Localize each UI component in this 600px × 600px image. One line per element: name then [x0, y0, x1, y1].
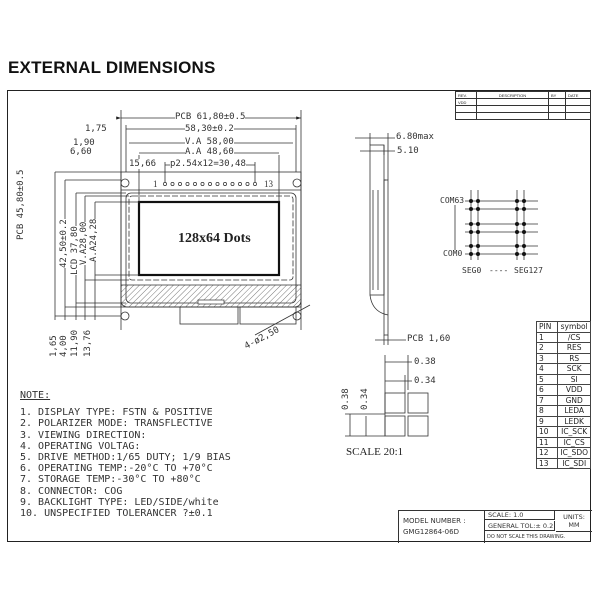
dot-width: 0.34: [414, 376, 436, 386]
pin-number: 2: [535, 342, 559, 354]
side-thickness-max: 6.80max: [396, 132, 434, 142]
notes-header: NOTE:: [20, 390, 51, 401]
dim-bottom-offset-2: 4,00: [59, 335, 69, 357]
side-thickness-lcd: 5.10: [397, 146, 419, 156]
matrix-com-top: COM63: [440, 196, 465, 205]
note-item: 9. BACKLIGHT TYPE: LED/SIDE/white: [20, 496, 219, 508]
pin-last-label: 13: [264, 179, 273, 189]
dim-pcb-height: PCB 45,80±0.5: [16, 169, 26, 240]
matrix-com-bottom: COM0: [443, 249, 463, 258]
model-number-label: MODEL NUMBER :: [403, 517, 466, 525]
pin-symbol: IC_SCK: [557, 426, 591, 438]
pin-number: 10: [535, 426, 559, 438]
matrix-seg-dash: ----: [489, 266, 509, 275]
pin-number: 13: [535, 457, 559, 469]
pin-header: PIN: [535, 321, 559, 333]
matrix-seg-left: SEG0: [462, 266, 482, 275]
dim-pin-pitch: p2.54x12=30,48: [170, 159, 246, 169]
scale-label: SCALE 20:1: [346, 446, 404, 458]
note-item: 10. UNSPECIFIED TOLERANCER ?±0.1: [20, 508, 213, 520]
note-item: 4. OPERATING VOLTAG:: [20, 440, 141, 452]
dim-offset-1: 1,75: [85, 124, 107, 134]
dim-pcb-width: PCB 61,80±0.5: [175, 112, 246, 122]
dot-pitch-v: 0.38: [341, 388, 351, 410]
pin-number: 11: [535, 436, 559, 448]
pin-symbol: IC_SDO: [557, 447, 591, 459]
note-item: 6. OPERATING TEMP:-20°C TO +70°C: [20, 463, 213, 475]
symbol-header: symbol: [557, 321, 591, 333]
rev-cell: [565, 112, 591, 120]
do-not-scale-warning: DO NOT SCALE THIS DRAWING.: [487, 534, 566, 540]
note-item: 8. CONNECTOR: COG: [20, 485, 123, 497]
display-resolution-label: 128x64 Dots: [178, 231, 251, 246]
units-label: UNITS:: [563, 513, 585, 521]
pin-symbol: RES: [557, 342, 591, 354]
matrix-seg-right: SEG127: [514, 266, 543, 275]
general-tolerance-cell: GENERAL TOL:± 0.2: [485, 521, 555, 531]
dot-pitch-h: 0.38: [414, 357, 436, 367]
model-number-value: GMG12864-06D: [403, 528, 459, 536]
dim-outline-width: 58,30±0.2: [185, 124, 234, 134]
pin-number: 3: [535, 352, 559, 364]
dim-bottom-offset-4: 13,76: [83, 329, 93, 357]
pin-number: 5: [535, 373, 559, 385]
dim-outline-height: 42,50±0.2: [59, 219, 69, 268]
pin-symbol: IC_SDI: [557, 457, 591, 469]
model-number-cell: MODEL NUMBER : GMG12864-06D: [399, 511, 485, 543]
units-value: MM: [568, 521, 580, 529]
pin-symbol: LEDK: [557, 415, 591, 427]
title-block: MODEL NUMBER : GMG12864-06D SCALE: 1.0 G…: [398, 510, 592, 543]
note-item: 3. VIEWING DIRECTION:: [20, 429, 147, 441]
note-item: 7. STORAGE TEMP:-30°C TO +80°C: [20, 474, 201, 486]
dim-bottom-offset-1: 1,65: [49, 335, 59, 357]
pin-symbol: SI: [557, 373, 591, 385]
drawing-frame: [7, 90, 591, 542]
dim-offset-2: 1,90: [73, 138, 95, 148]
pin-symbol: SCK: [557, 363, 591, 375]
pin-number: 1: [535, 331, 559, 343]
pin-symbol: LEDA: [557, 405, 591, 417]
dim-bottom-offset-3: 11,90: [70, 329, 80, 357]
pin-first-label: 1: [153, 179, 158, 189]
pin-number: 12: [535, 447, 559, 459]
dim-va-height: V.A28,00: [79, 221, 89, 265]
units-cell: UNITS: MM: [556, 511, 592, 532]
pin-number: 6: [535, 384, 559, 396]
side-pcb-thickness: PCB 1,60: [407, 334, 451, 344]
dim-offset-3: 6,60: [70, 147, 92, 157]
page-title: EXTERNAL DIMENSIONS: [8, 58, 216, 77]
scale-cell: SCALE: 1.0: [485, 511, 555, 520]
dim-va-width: V.A 58,00: [185, 137, 234, 147]
pin-number: 4: [535, 363, 559, 375]
dim-aa-width: A.A 48,60: [185, 147, 234, 157]
pin-symbol: VDD: [557, 384, 591, 396]
pin-symbol: GND: [557, 394, 591, 406]
note-item: 1. DISPLAY TYPE: FSTN & POSITIVE: [20, 407, 213, 419]
revision-table: REV. DESCRIPTION BY DATE VDD: [455, 91, 591, 120]
dim-aa-height: A.A24,28: [89, 218, 99, 262]
notes-section: NOTE: 1. DISPLAY TYPE: FSTN & POSITIVE 2…: [20, 390, 231, 519]
dim-pin-offset: 15,66: [129, 159, 157, 169]
pin-number: 8: [535, 405, 559, 417]
note-item: 5. DRIVE METHOD:1/65 DUTY; 1/9 BIAS: [20, 452, 231, 464]
pin-symbol: /CS: [557, 331, 591, 343]
pin-number: 7: [535, 394, 559, 406]
pin-number: 9: [535, 415, 559, 427]
pin-symbol: IC_CS: [557, 436, 591, 448]
dot-height: 0.34: [360, 388, 370, 410]
note-item: 2. POLARIZER MODE: TRANSFLECTIVE: [20, 418, 213, 430]
pin-symbol: RS: [557, 352, 591, 364]
